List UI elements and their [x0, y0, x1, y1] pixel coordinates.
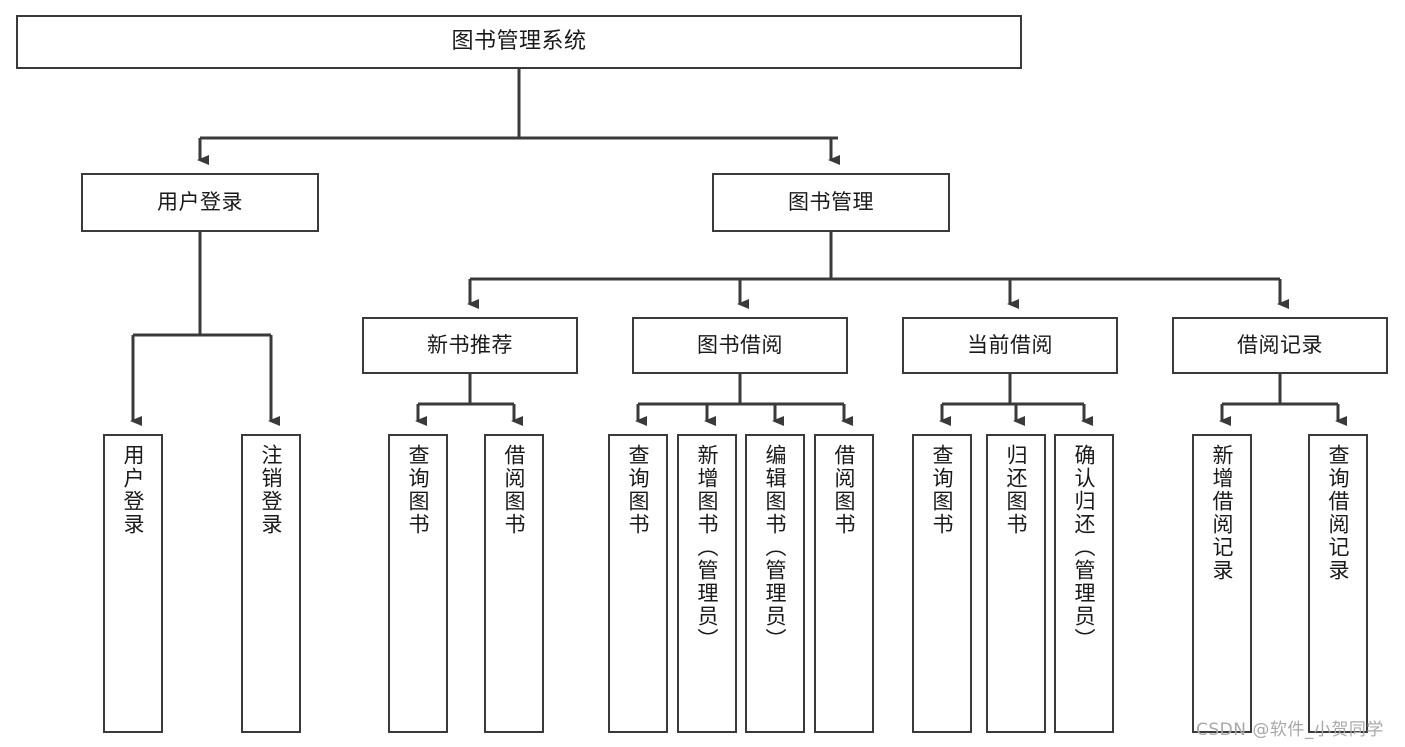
node-leaf-add-record-label: 新增借阅记录 [1210, 444, 1235, 582]
node-leaf-query-book-current-label: 查询图书 [930, 444, 955, 536]
node-user-login[interactable]: 用户登录 [81, 173, 319, 232]
node-leaf-borrow-book-label: 借阅图书 [832, 444, 857, 536]
node-leaf-query-book-current[interactable]: 查询图书 [912, 434, 972, 733]
node-leaf-add-book-label: 新增图书（管理员） [695, 444, 720, 651]
node-leaf-user-login[interactable]: 用户登录 [103, 434, 163, 733]
node-leaf-return-book[interactable]: 归还图书 [986, 434, 1046, 733]
node-borrow-record-label: 借阅记录 [1237, 333, 1323, 358]
node-leaf-query-book-borrow-label: 查询图书 [626, 444, 651, 536]
node-leaf-return-book-label: 归还图书 [1004, 444, 1029, 536]
node-leaf-borrow-book-rec[interactable]: 借阅图书 [484, 434, 544, 733]
node-book-borrow[interactable]: 图书借阅 [632, 317, 848, 374]
node-leaf-edit-book[interactable]: 编辑图书（管理员） [745, 434, 805, 733]
node-book-manage-label: 图书管理 [788, 190, 874, 215]
node-leaf-user-logout-label: 注销登录 [259, 444, 284, 536]
node-leaf-edit-book-label: 编辑图书（管理员） [763, 444, 788, 651]
node-leaf-confirm-return-label: 确认归还（管理员） [1072, 444, 1097, 651]
node-leaf-query-book-borrow[interactable]: 查询图书 [608, 434, 668, 733]
node-book-manage[interactable]: 图书管理 [712, 173, 950, 232]
watermark: CSDN @软件_小贺同学 [1196, 720, 1384, 740]
node-leaf-query-book-rec-label: 查询图书 [406, 444, 431, 536]
node-new-book-rec[interactable]: 新书推荐 [362, 317, 578, 374]
node-leaf-user-login-label: 用户登录 [121, 444, 146, 536]
node-leaf-add-record[interactable]: 新增借阅记录 [1192, 434, 1252, 733]
node-book-borrow-label: 图书借阅 [697, 333, 783, 358]
node-borrow-record[interactable]: 借阅记录 [1172, 317, 1388, 374]
node-leaf-query-record[interactable]: 查询借阅记录 [1308, 434, 1368, 733]
node-root-label: 图书管理系统 [451, 29, 587, 55]
node-leaf-confirm-return[interactable]: 确认归还（管理员） [1054, 434, 1114, 733]
node-current-borrow[interactable]: 当前借阅 [902, 317, 1118, 374]
node-root[interactable]: 图书管理系统 [16, 15, 1022, 69]
node-leaf-borrow-book[interactable]: 借阅图书 [814, 434, 874, 733]
node-current-borrow-label: 当前借阅 [967, 333, 1053, 358]
node-leaf-query-book-rec[interactable]: 查询图书 [388, 434, 448, 733]
node-leaf-borrow-book-rec-label: 借阅图书 [502, 444, 527, 536]
node-leaf-add-book[interactable]: 新增图书（管理员） [677, 434, 737, 733]
node-new-book-rec-label: 新书推荐 [427, 333, 513, 358]
node-leaf-user-logout[interactable]: 注销登录 [241, 434, 301, 733]
node-user-login-label: 用户登录 [157, 190, 243, 215]
node-leaf-query-record-label: 查询借阅记录 [1326, 444, 1351, 582]
